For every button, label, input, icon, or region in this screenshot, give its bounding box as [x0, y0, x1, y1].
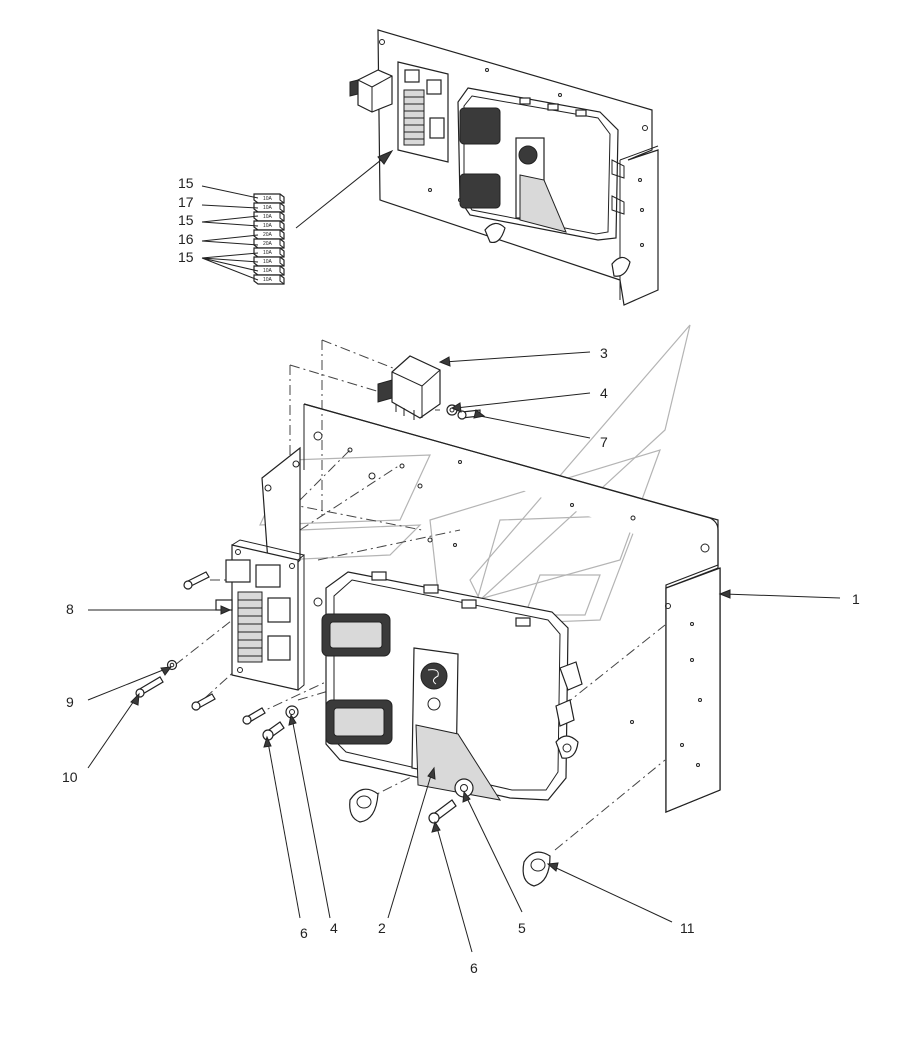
fuse-rating: 10A	[263, 214, 273, 220]
fuse-rating: 10A	[263, 196, 273, 202]
grommet-11	[522, 851, 551, 887]
fuse-edge	[279, 194, 285, 204]
fuse-rating: 10A	[263, 268, 273, 274]
callout-7: 7	[600, 434, 608, 450]
fuse-edge	[279, 266, 285, 276]
callout-8: 8	[66, 601, 74, 617]
callout-1: 1	[852, 591, 860, 607]
callout-6-lower: 6	[470, 960, 478, 976]
fuse-relay-board	[215, 539, 306, 691]
assembled-view	[295, 29, 659, 306]
callout-labels: 1 3 4 7 8 9 10 6 4 2 5 11 6 15 17 15 16 …	[62, 175, 860, 976]
fuse-rating: 10A	[263, 223, 273, 229]
fuse-rating: 20A	[263, 241, 273, 247]
fuse-rating: 20A	[263, 232, 273, 238]
fuse-edge	[279, 230, 285, 240]
hardware	[135, 404, 551, 887]
fuse-edge	[279, 203, 285, 213]
fuse-strip-detail: 10A 10A 10A 10A 20A 20A 10A 10A 10A 10A	[253, 193, 285, 285]
fuse-rating: 10A	[263, 259, 273, 265]
fuse-rating: 10A	[263, 277, 273, 283]
fuse-edge	[279, 239, 285, 249]
fuse-rating: 10A	[263, 205, 273, 211]
callout-arrowheads	[130, 356, 731, 872]
fuse-edge	[279, 248, 285, 258]
fuse-edge	[279, 257, 285, 267]
relay-assembled	[349, 69, 393, 113]
callout-2: 2	[378, 920, 386, 936]
fuse-board-assembled	[397, 61, 449, 163]
fuse-edge	[279, 221, 285, 231]
ecu-module	[321, 571, 583, 801]
callout-11: 11	[680, 920, 695, 936]
callout-10: 10	[62, 769, 78, 785]
mounting-plate	[303, 403, 721, 813]
callout-5: 5	[518, 920, 526, 936]
fuse-edge	[279, 275, 285, 285]
fuse-edge	[279, 212, 285, 222]
callout-15-bottom: 15	[178, 249, 194, 265]
fuse-location-arrow	[295, 155, 387, 229]
callout-6-left: 6	[300, 925, 308, 941]
callout-9: 9	[66, 694, 74, 710]
fuse-location-arrowhead	[377, 149, 394, 165]
callout-4-upper: 4	[600, 385, 608, 401]
fuse-leaders	[201, 185, 259, 281]
callout-3: 3	[600, 345, 608, 361]
callout-15-top: 15	[178, 175, 194, 191]
callout-4-lower: 4	[330, 920, 338, 936]
callout-17: 17	[178, 194, 194, 210]
callout-15-mid: 15	[178, 212, 194, 228]
panel-holes	[379, 39, 648, 247]
relay	[377, 355, 441, 420]
ecu-assembled	[457, 87, 631, 277]
callout-16: 16	[178, 231, 194, 247]
callout-leaders	[87, 351, 841, 953]
grommet-left	[349, 788, 379, 823]
fuse-rating: 10A	[263, 250, 273, 256]
